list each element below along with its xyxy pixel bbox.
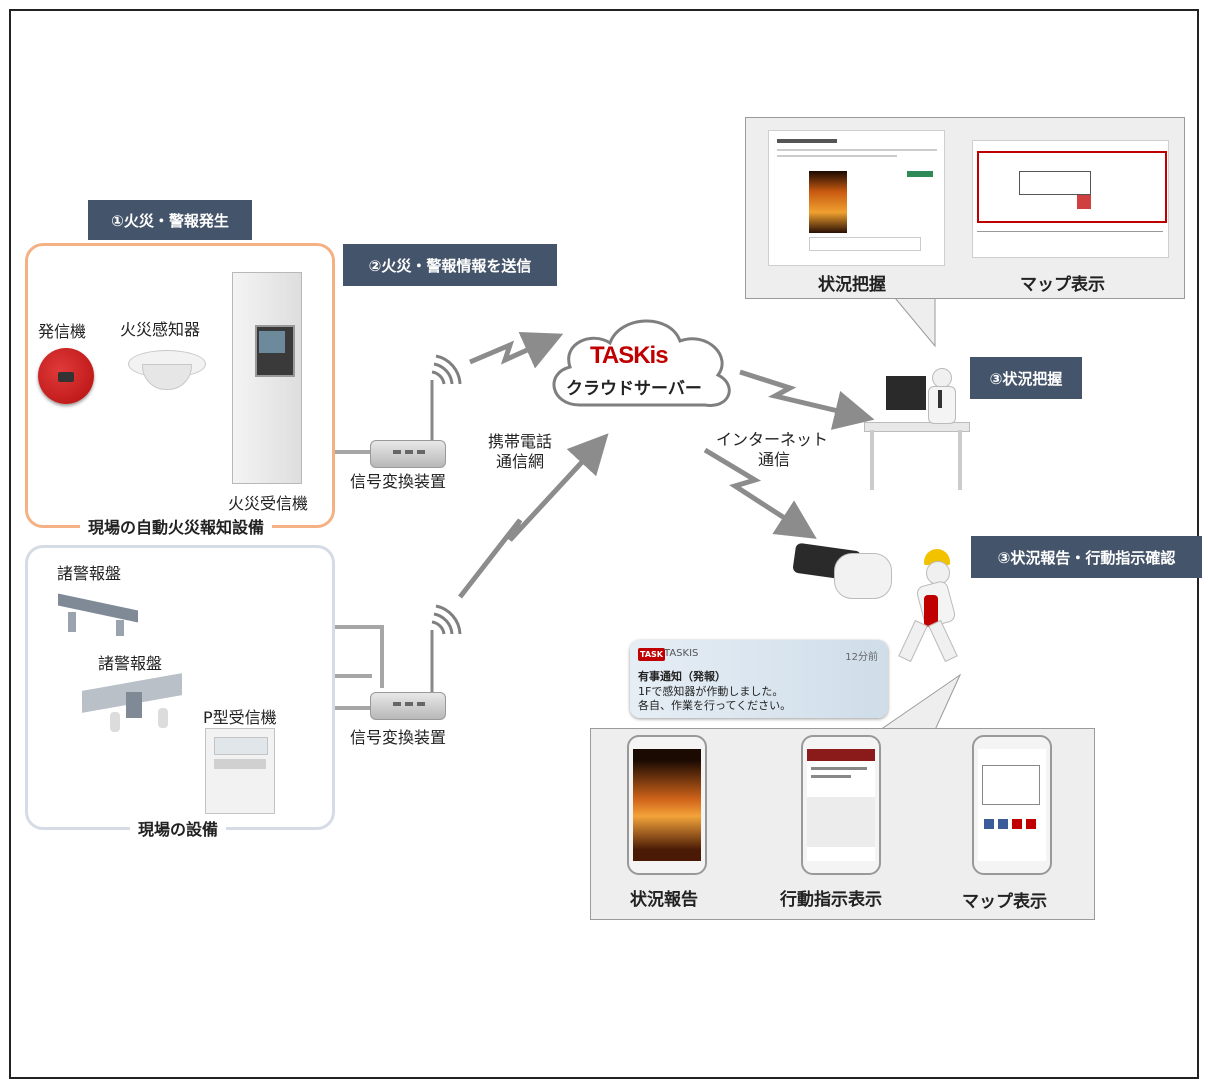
detector-label: 火災感知器 — [120, 320, 201, 339]
internet-label-2: 通信 — [758, 450, 791, 469]
status-grasp-tag: ③状況把握 — [970, 357, 1082, 399]
fire-receiver-cabinet — [232, 272, 302, 484]
cloud-shape — [552, 319, 731, 407]
map-display-phone — [972, 735, 1052, 875]
top-panel-tail — [893, 297, 936, 348]
zigzag-cloud-to-pc — [739, 369, 875, 430]
wifi-waves-top — [431, 354, 462, 385]
fire-alarm-tag: ①火災・警報発生 — [88, 200, 252, 240]
push-notification-card: TASK TASKIS 12分前 有事通知（発報） 1Fで感知器が作動しました。… — [630, 640, 888, 718]
zigzag-top-to-cloud — [469, 331, 564, 369]
notification-time: 12分前 — [845, 652, 878, 663]
zigzag-cloud-to-phone — [703, 447, 817, 539]
send-info-tag: ②火災・警報情報を送信 — [343, 244, 557, 286]
map-screen-label: マップ表示 — [1020, 275, 1105, 295]
mobile-network-label-1: 携帯電話 — [488, 432, 553, 451]
converter-bottom-label: 信号変換装置 — [350, 728, 447, 747]
receiver-label: 火災受信機 — [228, 494, 309, 513]
status-screen-label: 状況把握 — [818, 275, 886, 295]
phone2-label: 行動指示表示 — [780, 890, 882, 910]
bottom-panel-tail — [878, 673, 962, 731]
converter-top-label: 信号変換装置 — [350, 472, 447, 491]
wifi-waves-bottom — [431, 604, 462, 635]
site-fire-alarm-caption: 現場の自動火災報知設備 — [80, 514, 273, 538]
site-equipment-caption: 現場の設備 — [130, 816, 227, 840]
notification-app-badge: TASK — [638, 648, 665, 661]
transmitter-image — [38, 348, 94, 404]
status-screen-thumbnail — [768, 130, 945, 266]
conveyor-2-image — [82, 672, 182, 738]
cloud-server-label: クラウドサーバー — [566, 379, 702, 399]
alarm-panel1-label: 諸警報盤 — [57, 564, 122, 583]
taskis-logo: TASKis — [590, 342, 669, 369]
p-receiver-label: P型受信機 — [203, 708, 277, 727]
conveyor-1-image — [58, 590, 138, 636]
action-instruction-phone — [801, 735, 881, 875]
phone3-label: マップ表示 — [962, 892, 1047, 912]
notification-app-name: TASKIS — [664, 648, 699, 659]
report-instructions-tag: ③状況報告・行動指示確認 — [971, 536, 1202, 578]
smoke-detector-image — [128, 350, 206, 392]
internet-label-1: インターネット — [716, 430, 829, 449]
map-screen-thumbnail — [972, 140, 1169, 258]
signal-converter-top — [370, 440, 446, 468]
status-report-phone — [627, 735, 707, 875]
signal-converter-bottom — [370, 692, 446, 720]
notification-title: 有事通知（発報） — [638, 670, 726, 683]
hand-holding-phone-image — [790, 535, 892, 605]
zigzag-bottom-to-cloud — [458, 433, 609, 599]
office-worker-pc-image — [860, 360, 972, 492]
p-type-receiver-image — [205, 728, 275, 814]
notification-line1: 1Fで感知器が作動しました。 — [638, 685, 784, 698]
alarm-panel2-label: 諸警報盤 — [98, 654, 163, 673]
worker-with-extinguisher-image — [880, 545, 990, 665]
phone1-label: 状況報告 — [630, 890, 698, 910]
transmitter-label: 発信機 — [38, 322, 87, 341]
mobile-network-label-2: 通信網 — [496, 452, 545, 471]
notification-line2: 各自、作業を行ってください。 — [638, 699, 792, 712]
